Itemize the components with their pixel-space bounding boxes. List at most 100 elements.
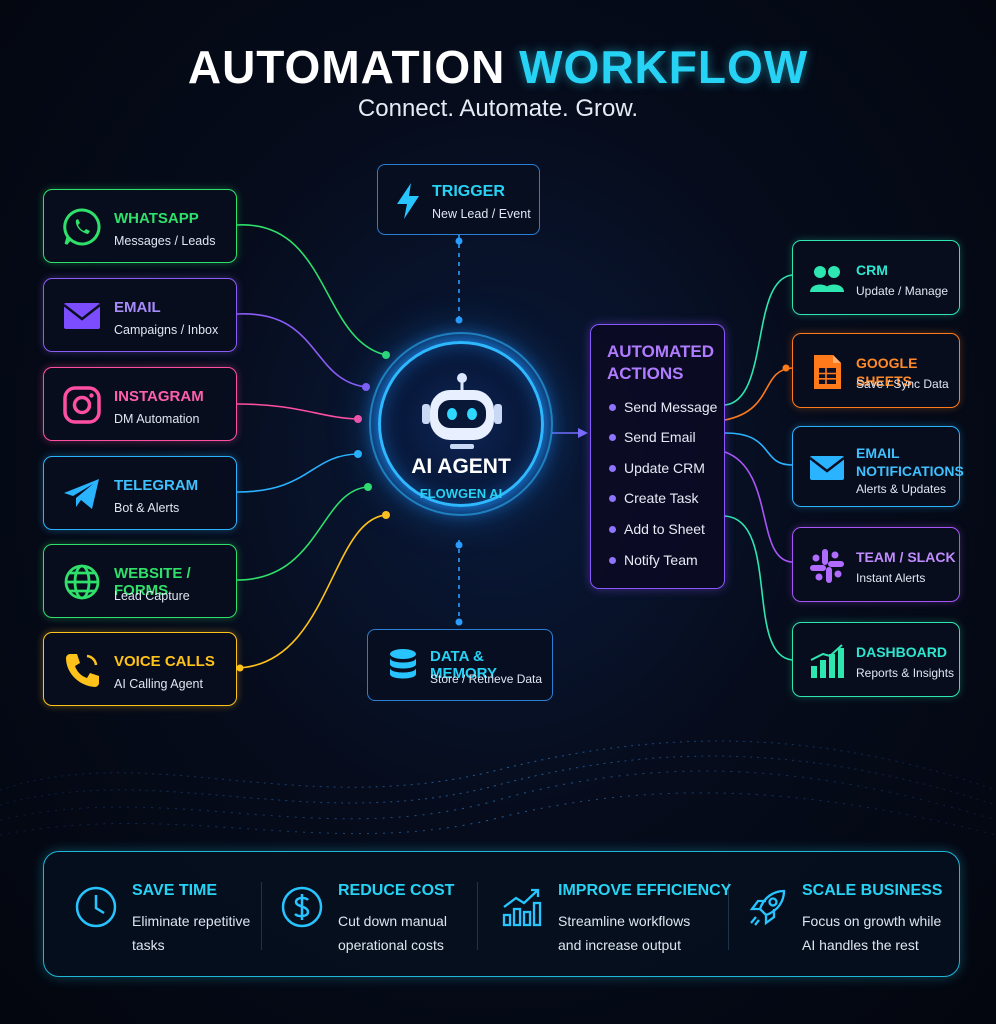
action-item[interactable]: Add to Sheet: [609, 521, 705, 537]
growth-chart-icon: [502, 888, 542, 927]
line-whatsapp: [236, 224, 387, 356]
instagram-icon: [63, 386, 101, 424]
output-sheets-title: GOOGLE SHEETS: [856, 354, 959, 390]
database-icon: [390, 649, 416, 679]
line-voice: [236, 514, 387, 669]
bullet-icon: [609, 525, 616, 533]
envelope-icon: [809, 456, 845, 480]
output-dashboard-desc: Reports & Insights: [856, 666, 955, 680]
benefit-scale-business: SCALE BUSINESS Focus on growth while AI …: [734, 852, 959, 978]
source-whatsapp-title: WHATSAPP: [114, 210, 199, 227]
bullet-icon: [609, 556, 616, 564]
benefit-desc-line1: Eliminate repetitive: [132, 913, 251, 929]
automated-actions-panel: AUTOMATED ACTIONS Send Message Send Emai…: [590, 324, 725, 589]
page-title: AUTOMATION WORKFLOW: [0, 40, 996, 94]
action-item[interactable]: Notify Team: [609, 552, 698, 568]
benefit-title: SCALE BUSINESS: [802, 882, 943, 899]
output-email-notifications[interactable]: EMAIL NOTIFICATIONS Alerts & Updates: [792, 426, 964, 507]
output-slack-title-line1: TEAM / SLACK: [856, 549, 956, 565]
benefit-desc-line2: tasks: [132, 937, 165, 953]
benefit-desc: Streamline workflows and increase output: [558, 909, 690, 957]
robot-icon: [422, 373, 502, 449]
output-crm-title-line1: CRM: [856, 262, 888, 278]
divider: [261, 882, 262, 950]
benefit-title: SAVE TIME: [132, 882, 218, 899]
paper-plane-icon: [64, 479, 99, 509]
output-sheets-title-line1: GOOGLE SHEETS: [856, 355, 918, 389]
benefit-save-time: SAVE TIME Eliminate repetitive tasks: [44, 852, 259, 978]
bullet-icon: [609, 494, 616, 502]
source-voice[interactable]: VOICE CALLS AI Calling Agent: [43, 632, 237, 706]
output-dashboard-title: DASHBOARD: [856, 643, 947, 661]
memory-card[interactable]: DATA & MEMORY Store / Retrieve Data: [367, 629, 553, 701]
source-instagram-title: INSTAGRAM: [114, 388, 204, 405]
output-slack[interactable]: TEAM / SLACK Instant Alerts: [792, 527, 960, 602]
benefit-desc-line1: Cut down manual: [338, 913, 447, 929]
memory-desc: Store / Retrieve Data: [430, 672, 543, 686]
output-notifications-desc: Alerts & Updates: [856, 482, 947, 496]
output-slack-title: TEAM / SLACK: [856, 548, 956, 566]
source-website[interactable]: WEBSITE / FORMS Lead Capture: [43, 544, 237, 618]
bullet-icon: [609, 403, 616, 411]
source-telegram-title: TELEGRAM: [114, 477, 199, 494]
trigger-title: TRIGGER: [432, 183, 505, 200]
output-sheets[interactable]: GOOGLE SHEETS Save / Sync Data: [792, 333, 960, 408]
users-icon: [810, 266, 844, 292]
action-item[interactable]: Send Message: [609, 399, 717, 415]
output-notifications-title-line2: NOTIFICATIONS: [856, 463, 964, 479]
action-item-label: Update CRM: [624, 460, 705, 476]
page-subtitle: Connect. Automate. Grow.: [357, 95, 639, 122]
output-dashboard[interactable]: DASHBOARD Reports & Insights: [792, 622, 960, 697]
source-website-title: WEBSITE / FORMS: [114, 565, 191, 599]
divider: [477, 882, 478, 950]
output-notifications-title: EMAIL NOTIFICATIONS: [856, 444, 964, 480]
output-sheets-desc: Save / Sync Data: [856, 377, 949, 391]
benefit-desc-line2: operational costs: [338, 937, 444, 953]
source-whatsapp[interactable]: WHATSAPP Messages / Leads: [43, 189, 237, 263]
action-item[interactable]: Send Email: [609, 429, 696, 445]
title-part-2: WORKFLOW: [519, 41, 809, 93]
benefit-desc-line2: and increase output: [558, 937, 681, 953]
benefit-reduce-cost: REDUCE COST Cut down manual operational …: [264, 852, 479, 978]
benefit-title: REDUCE COST: [338, 882, 455, 899]
agent-name: AI AGENT: [411, 455, 511, 478]
title-part-1: AUTOMATION: [187, 41, 506, 93]
line-telegram: [236, 453, 359, 493]
trigger-card[interactable]: TRIGGER New Lead / Event: [377, 164, 540, 235]
dollar-icon: [281, 886, 323, 928]
output-crm-desc: Update / Manage: [856, 284, 949, 298]
spreadsheet-icon: [814, 355, 841, 389]
action-item-label: Send Email: [624, 429, 696, 445]
benefit-title: IMPROVE EFFICIENCY: [558, 882, 732, 899]
action-item[interactable]: Create Task: [609, 490, 698, 506]
memory-title: DATA & MEMORY: [430, 648, 497, 682]
source-telegram[interactable]: TELEGRAM Bot & Alerts: [43, 456, 237, 530]
source-telegram-desc: Bot & Alerts: [114, 501, 180, 515]
source-email[interactable]: EMAIL Campaigns / Inbox: [43, 278, 237, 352]
benefit-desc: Focus on growth while AI handles the res…: [802, 909, 941, 957]
divider: [728, 882, 729, 950]
trigger-desc: New Lead / Event: [432, 207, 531, 221]
lightning-icon: [397, 183, 419, 219]
actions-heading: AUTOMATED ACTIONS: [607, 341, 722, 385]
clock-icon: [75, 886, 117, 928]
envelope-icon: [63, 303, 101, 329]
actions-heading-line2: ACTIONS: [607, 364, 684, 383]
line-website: [236, 486, 369, 581]
agent-glow-ring: [369, 332, 553, 516]
action-item-label: Notify Team: [624, 552, 698, 568]
action-item[interactable]: Update CRM: [609, 460, 705, 476]
agent-subtitle: FLOWGEN AI: [419, 486, 503, 501]
output-crm-title: CRM: [856, 261, 888, 279]
line-instagram: [236, 403, 359, 420]
bullet-icon: [609, 433, 616, 441]
benefit-desc-line2: AI handles the rest: [802, 937, 919, 953]
line-dashboard: [724, 515, 793, 661]
benefits-bar: SAVE TIME Eliminate repetitive tasks RED…: [43, 851, 960, 977]
output-crm[interactable]: CRM Update / Manage: [792, 240, 960, 315]
source-email-title: EMAIL: [114, 299, 161, 316]
source-instagram[interactable]: INSTAGRAM DM Automation: [43, 367, 237, 441]
ai-agent-node[interactable]: AI AGENT FLOWGEN AI: [369, 332, 553, 516]
